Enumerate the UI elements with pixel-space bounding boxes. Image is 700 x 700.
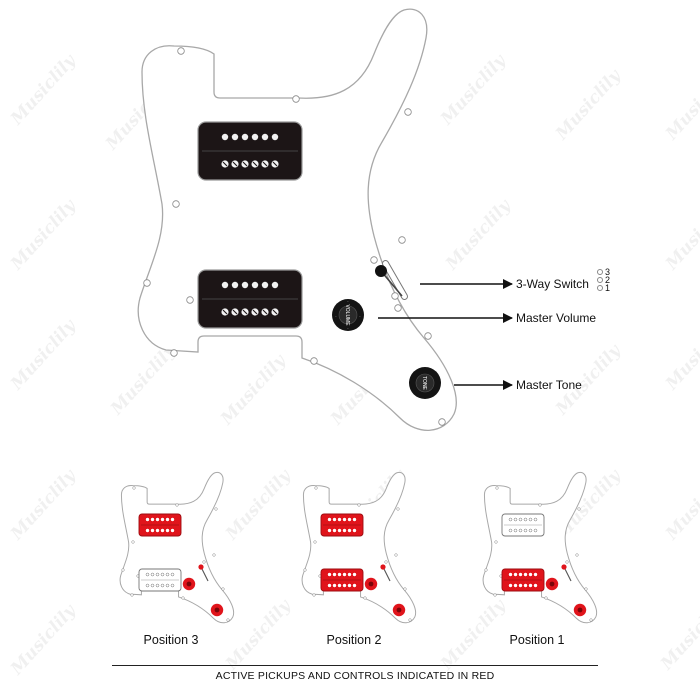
switch-tip (561, 564, 567, 570)
svg-text:·: · (335, 314, 336, 319)
svg-text:·: · (359, 314, 360, 319)
footer-caption: ACTIVE PICKUPS AND CONTROLS INDICATED IN… (215, 670, 495, 682)
position-label: Position 3 (143, 633, 199, 647)
position-diagram (119, 471, 235, 624)
position-label: Position 1 (509, 633, 565, 647)
tone-knob: TONE (409, 367, 441, 399)
neck-humbucker-pickup (197, 121, 303, 181)
footer-divider (112, 665, 598, 666)
position-diagram (301, 471, 417, 624)
switch-position-1: 1 (597, 284, 610, 293)
switch-position-3: 3 (597, 268, 610, 277)
volume-callout-label: Master Volume (516, 311, 597, 325)
mini-pickguards (119, 471, 598, 624)
switch-callout-label: 3-Way Switch (516, 277, 589, 291)
switch-position-2: 2 (597, 276, 610, 285)
bridge-pickup (501, 568, 545, 592)
screw-set (143, 47, 446, 426)
tone-knob-text: TONE (421, 376, 427, 390)
volume-knob: VOLUME · · · · (332, 299, 364, 331)
svg-text:·: · (347, 326, 348, 331)
svg-text:·: · (347, 299, 348, 304)
position-label: Position 2 (326, 633, 382, 647)
position-diagram (482, 471, 598, 624)
tone-callout-label: Master Tone (516, 378, 582, 392)
neck-pickup (138, 513, 182, 537)
switch-tip (380, 564, 386, 570)
volume-knob-text: VOLUME (344, 304, 350, 326)
switch-lever (382, 566, 391, 582)
switch-lever (200, 566, 209, 582)
bridge-humbucker-pickup (197, 269, 303, 329)
main-pickguard (137, 8, 457, 431)
switch-tip (198, 564, 204, 570)
switch-position-list: 3 2 1 (597, 268, 610, 293)
switch-lever (563, 566, 572, 582)
neck-pickup (501, 513, 545, 537)
bridge-pickup (138, 568, 182, 592)
bridge-pickup (320, 568, 364, 592)
callout-arrows (378, 279, 513, 390)
neck-pickup (320, 513, 364, 537)
three-way-switch (375, 260, 408, 300)
